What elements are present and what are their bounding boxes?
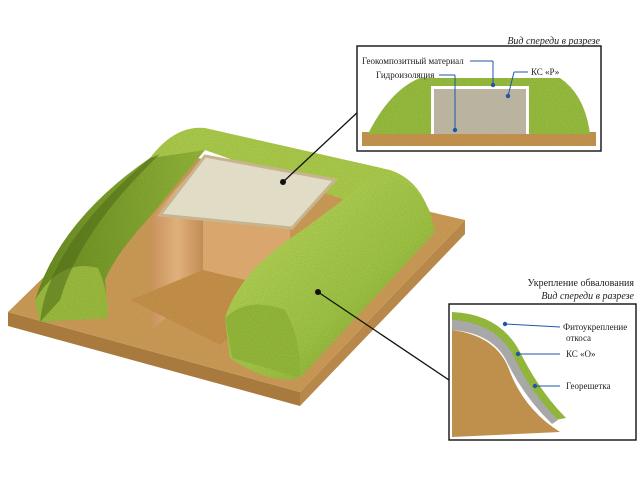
base-slab-side	[8, 312, 300, 406]
label-ks-o: КС «О»	[566, 349, 596, 359]
label-ks-r: КС «Р»	[531, 67, 559, 77]
inset-bottom-phyto-layer	[452, 312, 566, 420]
inset-bottom-title: Укрепление обвалования	[528, 278, 635, 289]
callout-dot-top	[280, 179, 286, 185]
inset-bottom: Укрепление обвалования Вид спереди в раз…	[448, 278, 637, 441]
dot-waterproofing	[452, 127, 458, 133]
inset-bottom-caption: Вид спереди в разрезе	[541, 291, 634, 302]
inset-bottom-soil	[452, 330, 560, 437]
label-waterproofing: Гидроизоляция	[376, 70, 434, 80]
main-illustration	[8, 109, 465, 406]
right-mound-end	[225, 304, 301, 378]
label-geogrid: Георешетка	[566, 381, 611, 391]
inset-top-fill	[434, 89, 526, 134]
dot-ks-r	[505, 93, 511, 99]
dot-geocomposite	[490, 82, 496, 88]
inset-bottom-geogrid-layer	[452, 320, 558, 424]
label-phyto-line2: откоса	[566, 333, 591, 343]
inset-top: Вид спереди в разрезе Геокомпозитный мат…	[356, 36, 602, 152]
leader-phyto	[504, 323, 561, 328]
callout-line-top	[282, 109, 361, 183]
label-geocomposite: Геокомпозитный материал	[362, 56, 464, 66]
inset-top-ground	[362, 132, 596, 146]
inset-top-caption: Вид спереди в разрезе	[507, 36, 600, 47]
callout-line-bottom	[317, 291, 453, 383]
callout-dot-bottom	[315, 289, 321, 295]
base-slab-front	[300, 220, 465, 406]
label-phyto-line1: Фитоукрепление	[563, 322, 627, 332]
left-mound-shadow	[40, 154, 160, 322]
leader-ks-r-d	[507, 71, 515, 97]
